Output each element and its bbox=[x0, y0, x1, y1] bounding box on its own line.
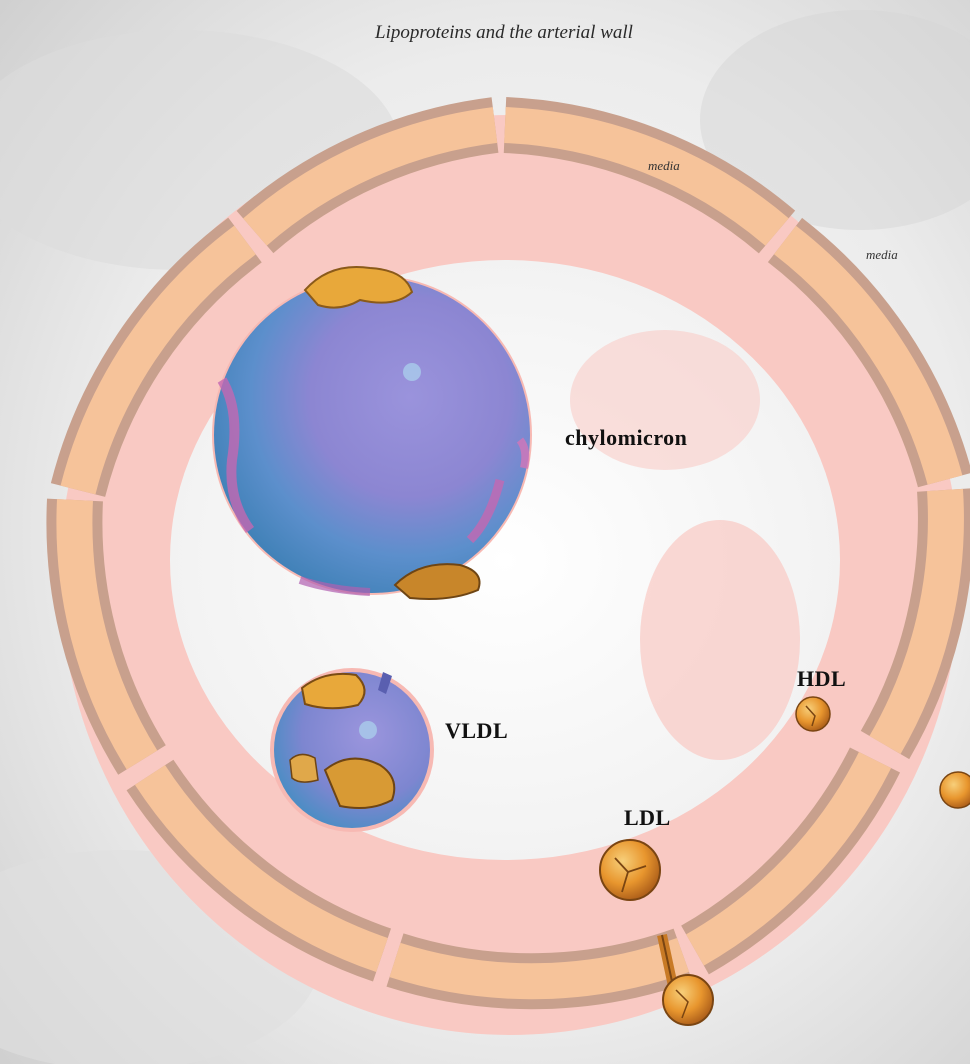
label-ldl: LDL bbox=[624, 805, 671, 831]
hdl-particle-in-wall bbox=[940, 772, 970, 808]
label-media-right: media bbox=[866, 247, 898, 263]
vldl-particle bbox=[270, 668, 434, 832]
hdl-particle bbox=[796, 697, 830, 731]
label-vldl: VLDL bbox=[445, 718, 508, 744]
ldl-particle bbox=[600, 840, 660, 900]
label-hdl: HDL bbox=[797, 666, 846, 692]
label-media-top: media bbox=[648, 158, 680, 174]
label-chylomicron: chylomicron bbox=[565, 425, 687, 451]
diagram-title: Lipoproteins and the arterial wall bbox=[375, 22, 633, 44]
lumen-pink-haze bbox=[640, 520, 800, 760]
apoprotein bbox=[290, 754, 318, 782]
